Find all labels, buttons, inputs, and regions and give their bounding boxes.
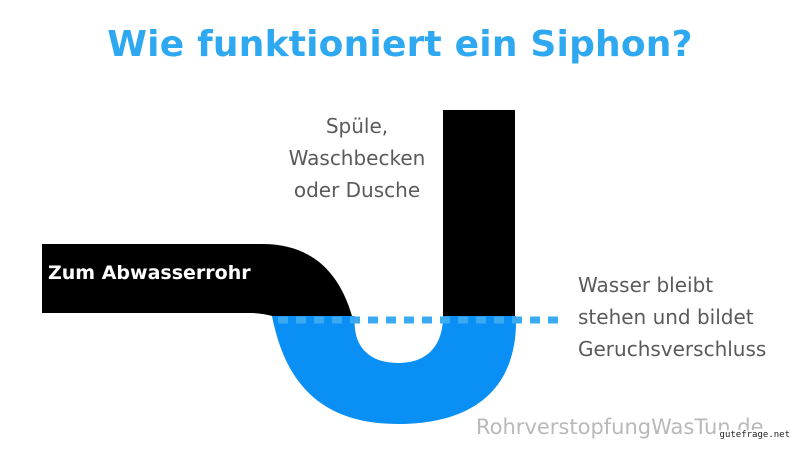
sink-pipe [443, 110, 515, 316]
water-label-line: Wasser bleibt [578, 273, 714, 297]
watermark-text: RohrverstopfungWasTun.de [476, 415, 764, 439]
sink-label: Spüle, Waschbecken oder Dusche [262, 110, 452, 206]
sink-label-line: Spüle, [325, 114, 389, 138]
sink-label-line: oder Dusche [293, 178, 421, 202]
credit-text: gutefrage.net [717, 430, 792, 440]
water-label-line: Geruchsverschluss [578, 337, 767, 361]
water-label: Wasser bleibt stehen und bildet Geruchsv… [578, 269, 793, 365]
sink-label-line: Waschbecken [288, 146, 426, 170]
drain-pipe-label: Zum Abwasserrohr [48, 262, 251, 284]
drain-pipe [42, 244, 352, 316]
water-fill [272, 316, 517, 424]
page-title: Wie funktioniert ein Siphon? [107, 24, 693, 65]
water-label-line: stehen und bildet [578, 305, 754, 329]
